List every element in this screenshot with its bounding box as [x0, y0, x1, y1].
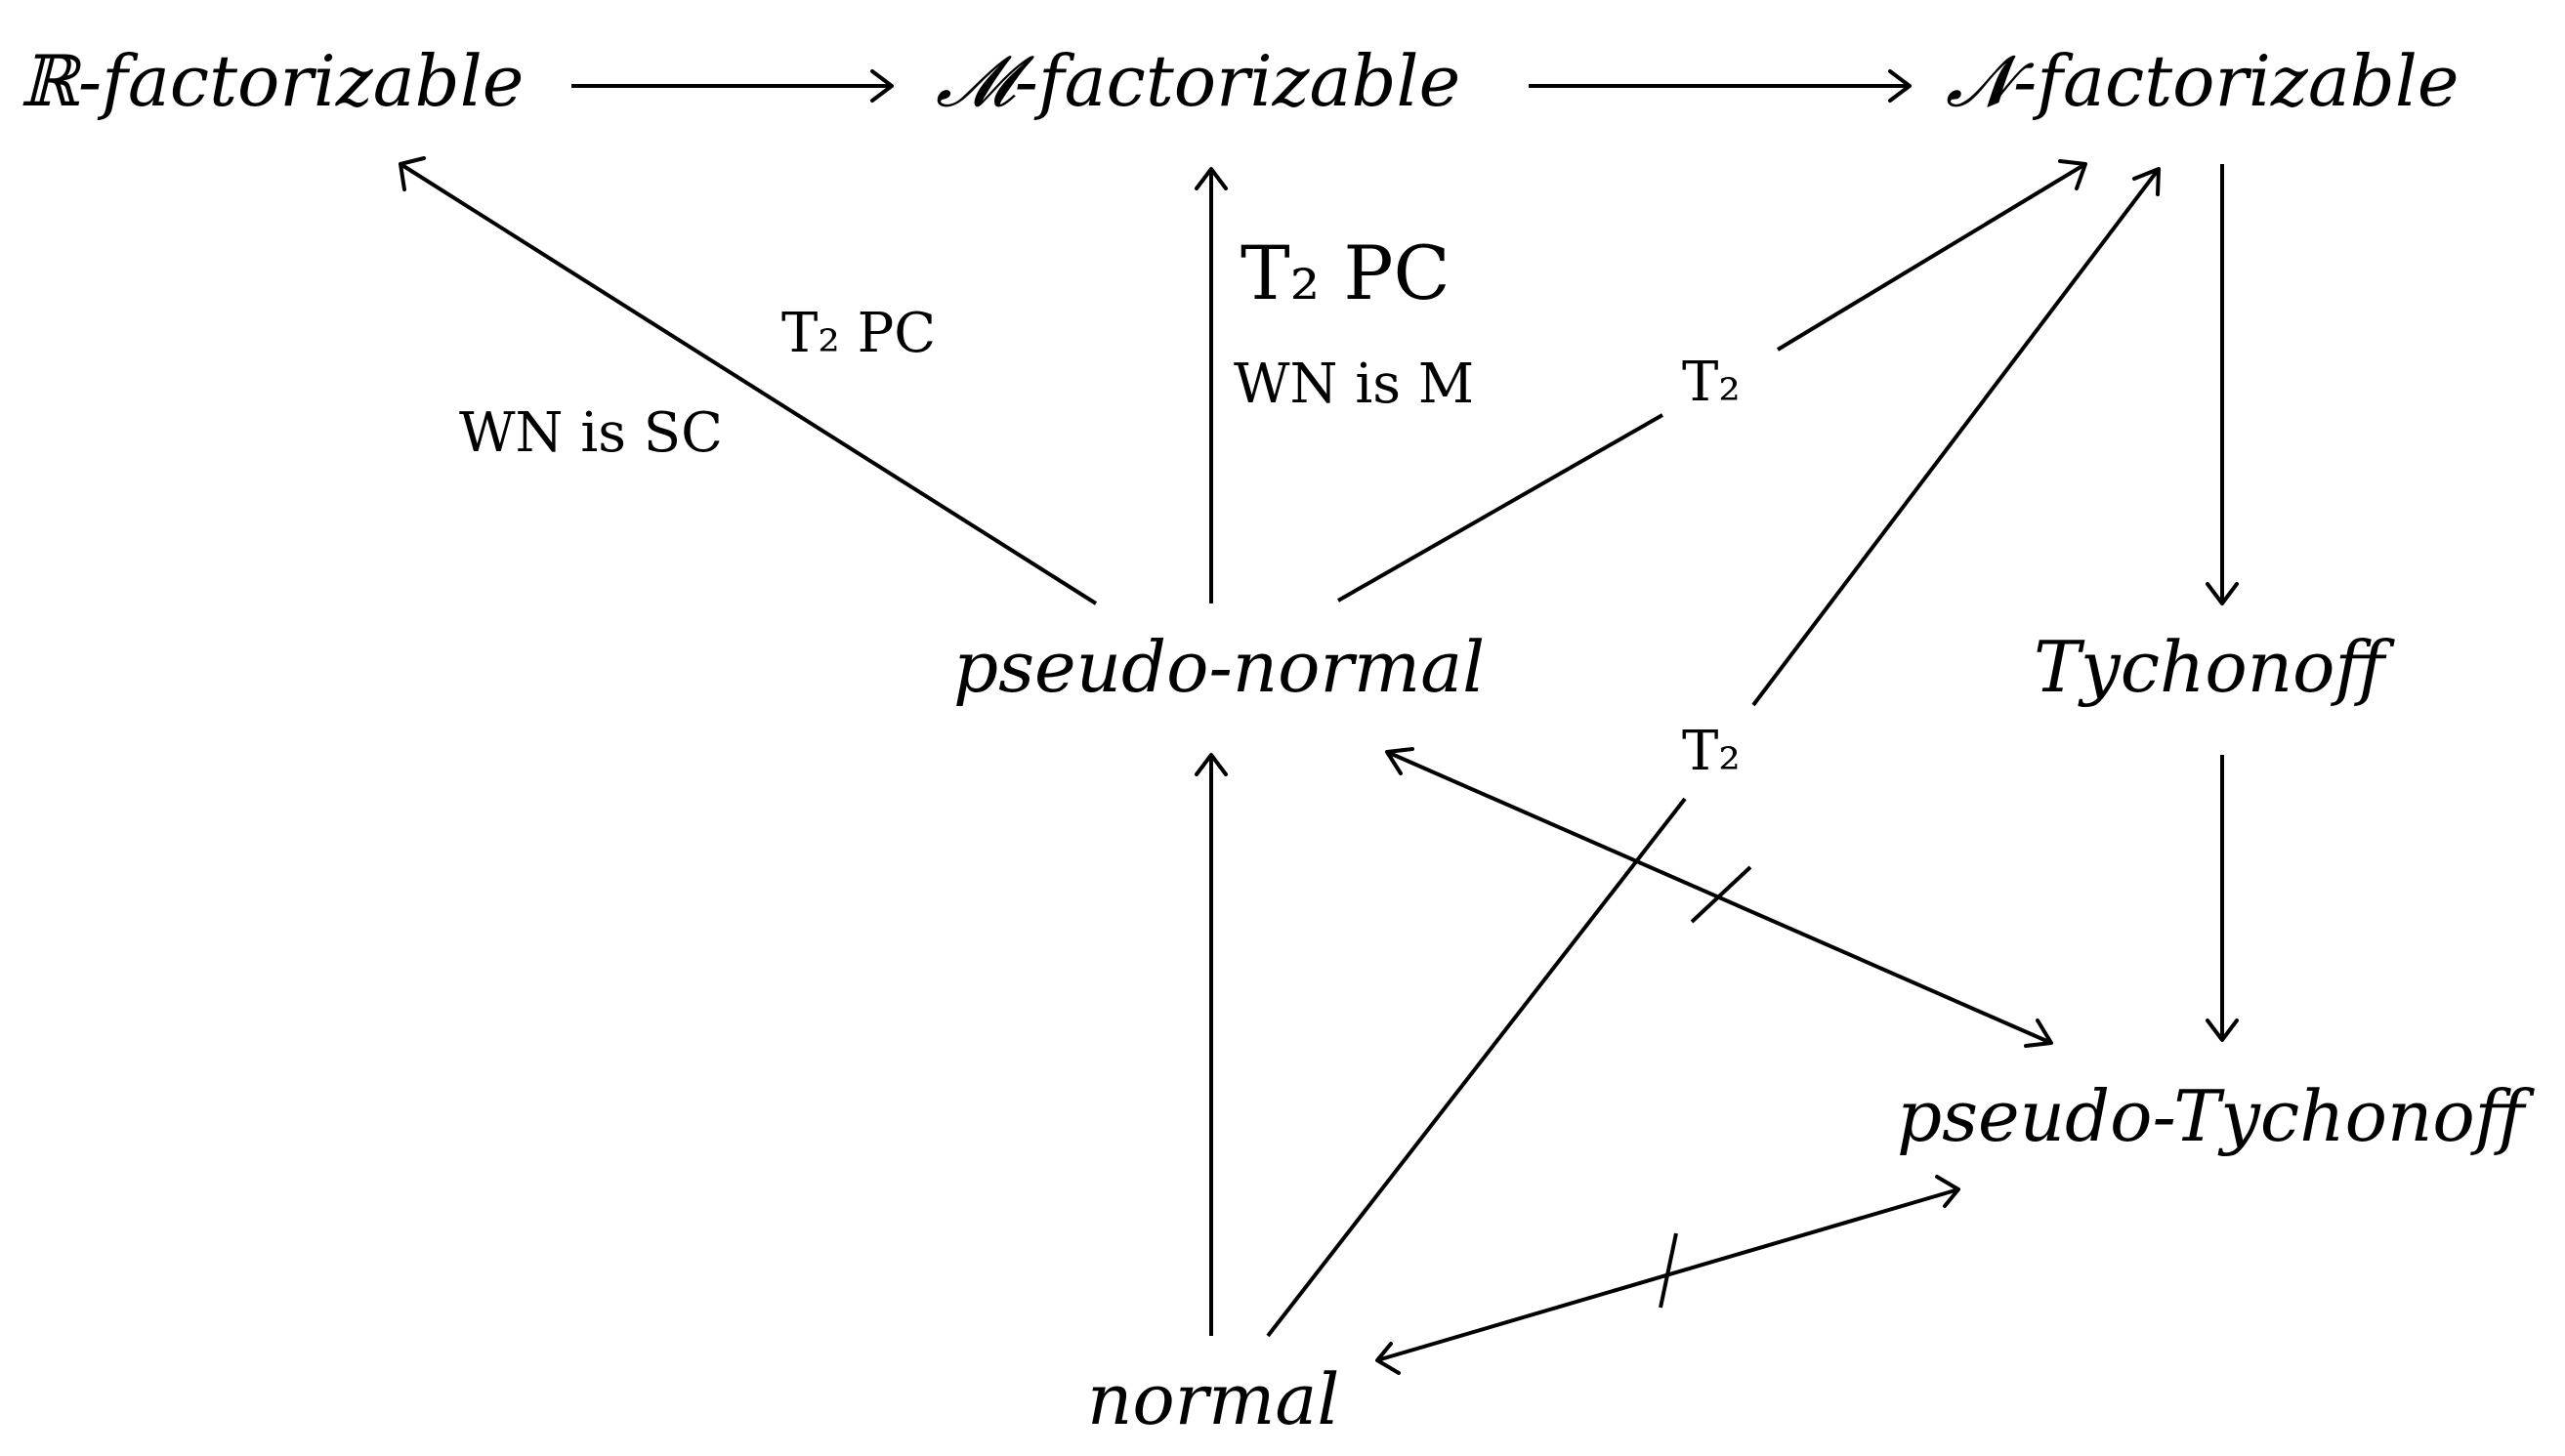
- label-pn-to-n-cond: T₂: [1682, 351, 1741, 414]
- edge-pseudo-normal-pseudo-tychonoff-non-implication: [1385, 747, 2053, 1048]
- node-m-factorizable: 𝓜-factorizable: [936, 40, 1460, 122]
- edge-pseudo-normal-to-n: [1337, 159, 2087, 603]
- negation-slash: [1690, 865, 1752, 924]
- node-pseudo-tychonoff: pseudo-Tychonoff: [1897, 1075, 2536, 1157]
- node-tychonoff: Tychonoff: [2034, 626, 2395, 708]
- edge-n-to-tychonoff: [2206, 164, 2239, 605]
- edge-tychonoff-to-pseudo-tychonoff: [2206, 755, 2239, 1042]
- edge-normal-to-n: [1266, 167, 2161, 1338]
- edge-pseudo-normal-to-m: [1195, 167, 1228, 603]
- label-pn-to-r-cond2: WN is SC: [459, 401, 723, 465]
- node-n-factorizable: 𝓝-factorizable: [1946, 40, 2460, 122]
- node-r-factorizable: ℝ-factorizable: [20, 40, 524, 122]
- node-pseudo-normal: pseudo-normal: [953, 626, 1485, 708]
- edge-normal-to-pseudo-normal: [1195, 753, 1228, 1336]
- edge-normal-pseudo-tychonoff-non-implication: [1375, 1175, 1960, 1375]
- label-pn-to-m-cond1: T₂ PC: [1240, 229, 1451, 316]
- label-pn-to-m-cond2: WN is M: [1234, 353, 1474, 416]
- label-pn-to-r-cond1: T₂ PC: [781, 302, 936, 365]
- edge-pseudo-normal-to-r: [399, 156, 1098, 605]
- edge-r-to-m: [571, 69, 894, 103]
- edge-m-to-n: [1529, 69, 1912, 103]
- negation-slash: [1659, 1232, 1678, 1309]
- label-normal-to-n-cond: T₂: [1682, 720, 1741, 783]
- node-normal: normal: [1087, 1358, 1339, 1440]
